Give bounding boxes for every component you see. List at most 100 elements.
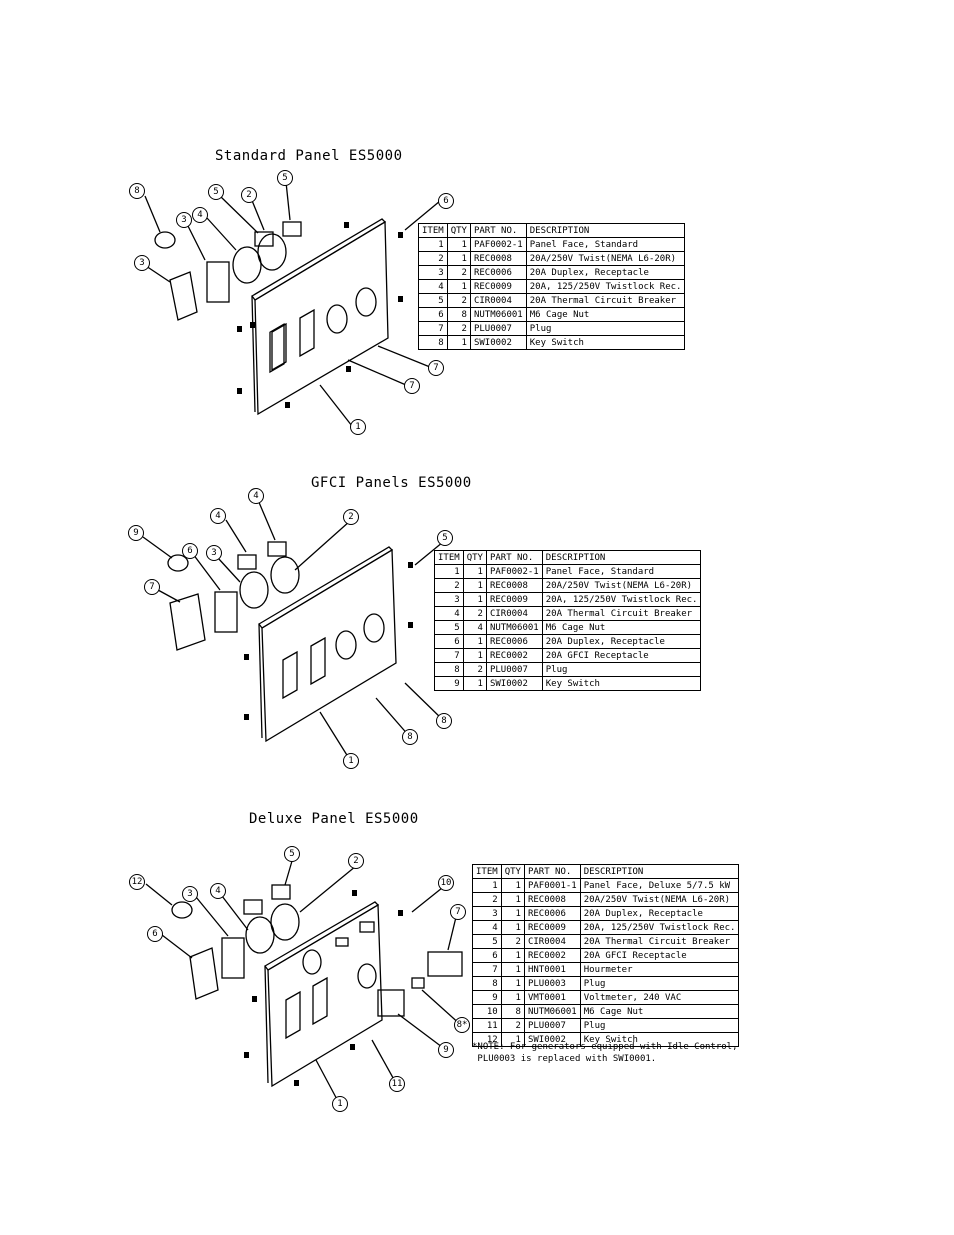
table-cell: 20A GFCI Receptacle (541, 648, 702, 663)
table-cell: 1 (446, 251, 471, 266)
table-cell: Panel Face, Deluxe 5/7.5 kW (579, 878, 740, 893)
callout: 6 (182, 543, 198, 559)
table-cell: 20A Duplex, Receptacle (525, 265, 686, 280)
table-cell: CIR0004 (523, 934, 581, 949)
table-cell: NUTM06001 (523, 1004, 581, 1019)
table-cell: PLU0003 (523, 976, 581, 991)
column-header: QTY (446, 223, 471, 238)
table-cell: VMT0001 (523, 990, 581, 1005)
table-cell: SWI0002 (523, 1032, 581, 1047)
table-cell: 5 (434, 620, 464, 635)
table-cell: CIR0004 (469, 293, 527, 308)
table-cell: REC0006 (523, 906, 581, 921)
callout: 8 (436, 713, 452, 729)
table-cell: REC0009 (485, 592, 543, 607)
table-cell: 4 (418, 279, 448, 294)
callout: 4 (192, 207, 208, 223)
table-cell: REC0006 (485, 634, 543, 649)
callout: 11 (389, 1076, 405, 1092)
callout: 4 (248, 488, 264, 504)
table-cell: 5 (472, 934, 502, 949)
column-header: ITEM (418, 223, 448, 238)
callout: 3 (134, 255, 150, 271)
table-cell: 20A/250V Twist(NEMA L6-20R) (579, 892, 740, 907)
table-cell: 20A/250V Twist(NEMA L6-20R) (541, 578, 702, 593)
table-cell: 20A Thermal Circuit Breaker (579, 934, 740, 949)
table-cell: 1 (446, 237, 471, 252)
table-cell: 8 (434, 662, 464, 677)
column-header: PART NO. (523, 864, 581, 879)
callout: 3 (182, 886, 198, 902)
column-header: QTY (500, 864, 525, 879)
panel-title: Standard Panel ES5000 (215, 148, 403, 164)
table-cell: 4 (462, 620, 487, 635)
table-cell: 1 (462, 578, 487, 593)
callout: 1 (343, 753, 359, 769)
callout: 1 (332, 1096, 348, 1112)
panel-title: GFCI Panels ES5000 (311, 475, 472, 491)
column-header: PART NO. (469, 223, 527, 238)
table-cell: 2 (446, 265, 471, 280)
callout: 5 (277, 170, 293, 186)
table-cell: PLU0007 (523, 1018, 581, 1033)
callout: 1 (350, 419, 366, 435)
callout: 5 (208, 184, 224, 200)
column-header: QTY (462, 550, 487, 565)
table-cell: REC0008 (523, 892, 581, 907)
callout: 2 (241, 187, 257, 203)
table-cell: 1 (462, 634, 487, 649)
table-cell: 20A, 125/250V Twistlock Rec. (579, 920, 740, 935)
callout: 10 (438, 875, 454, 891)
table-cell: 2 (446, 321, 471, 336)
table-cell: 1 (500, 962, 525, 977)
table-cell: 6 (472, 948, 502, 963)
table-cell: 20A GFCI Receptacle (579, 948, 740, 963)
table-cell: 1 (434, 564, 464, 579)
table-cell: 6 (418, 307, 448, 322)
callout: 6 (438, 193, 454, 209)
table-cell: 2 (500, 934, 525, 949)
callout: 3 (206, 545, 222, 561)
column-header: ITEM (472, 864, 502, 879)
table-cell: 4 (472, 920, 502, 935)
table-cell: 8 (446, 307, 471, 322)
table-cell: 1 (500, 948, 525, 963)
callout: 4 (210, 883, 226, 899)
callout: 8* (454, 1017, 470, 1033)
callout: 2 (343, 509, 359, 525)
table-cell: Plug (541, 662, 702, 677)
table-cell: 5 (418, 293, 448, 308)
callout: 8 (402, 729, 418, 745)
table-cell: 3 (472, 906, 502, 921)
callout: 7 (428, 360, 444, 376)
table-cell: REC0006 (469, 265, 527, 280)
gfci-panel-drawing (142, 499, 444, 761)
table-cell: 1 (462, 676, 487, 691)
table-cell: 1 (418, 237, 448, 252)
table-cell: Panel Face, Standard (541, 564, 702, 579)
column-header: ITEM (434, 550, 464, 565)
table-cell: 1 (462, 564, 487, 579)
table-cell: 2 (462, 606, 487, 621)
table-cell: Voltmeter, 240 VAC (579, 990, 740, 1005)
table-cell: 8 (418, 335, 448, 350)
table-cell: SWI0002 (469, 335, 527, 350)
table-cell: 6 (434, 634, 464, 649)
column-header: DESCRIPTION (541, 550, 702, 565)
callout: 9 (438, 1042, 454, 1058)
table-cell: 1 (500, 1032, 525, 1047)
